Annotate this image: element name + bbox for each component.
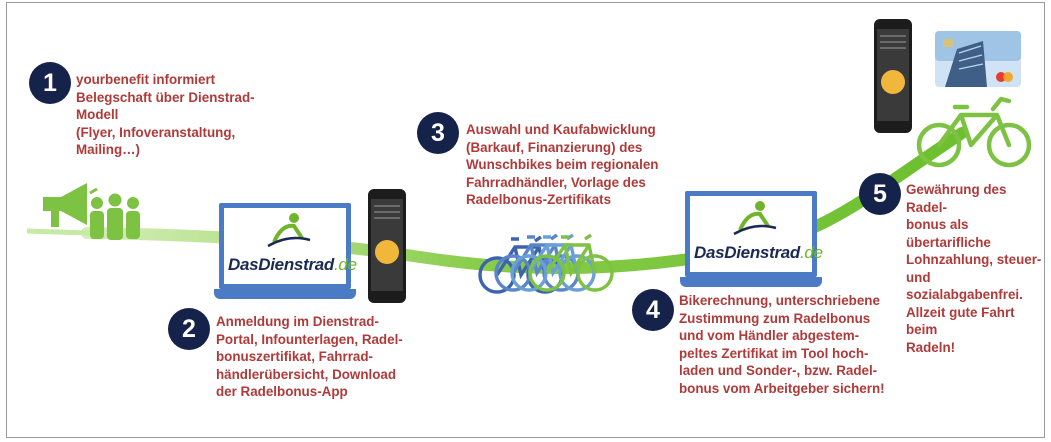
step-1-text: yourbenefit informiert Belegschaft über … xyxy=(76,72,255,157)
bicycles-icon xyxy=(478,233,614,294)
step-5-text: Gewährung des Radel- bonus als übertarif… xyxy=(906,182,1042,355)
process-diagram: 1 yourbenefit informiert Belegschaft übe… xyxy=(6,2,1045,438)
brand-logo: DasDienstrad.de xyxy=(228,255,357,274)
step-3-number: 3 xyxy=(417,112,459,154)
step-4-text: Bikerechnung, unterschriebene Zustimmung… xyxy=(679,293,885,396)
brand-logo: DasDienstrad.de xyxy=(694,243,823,262)
step-4-number: 4 xyxy=(632,289,674,331)
payment-card-icon xyxy=(935,31,1021,87)
step-2-text: Anmeldung im Dienstrad- Portal, Infounte… xyxy=(216,314,403,399)
step-5-number: 5 xyxy=(859,173,901,215)
logo-cyclist-icon xyxy=(733,201,777,236)
step-3-text: Auswahl und Kaufabwicklung (Barkauf, Fin… xyxy=(466,122,659,207)
logo-cyclist-icon xyxy=(267,213,311,248)
step-2-number: 2 xyxy=(168,308,210,350)
bicycle-icon xyxy=(916,96,1032,168)
people-icon xyxy=(90,193,140,240)
step-1-number: 1 xyxy=(29,62,71,104)
